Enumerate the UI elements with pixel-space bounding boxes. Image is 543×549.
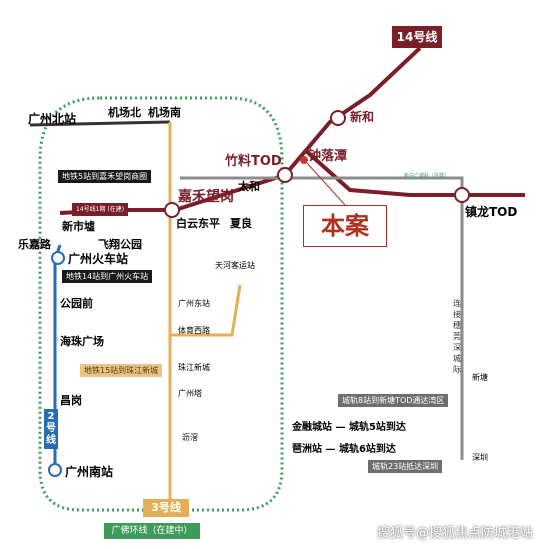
node-gzrail [51,251,65,265]
station-canton-tower: 广州塔 [178,389,202,398]
station-tianhe-bus: 天河客运站 [215,261,255,270]
station-airport-north: 机场北 [108,106,141,119]
node-zhongluotan [300,156,308,164]
station-taihe: 太和 [238,180,260,193]
station-tiyu-xilu: 体育西路 [178,326,210,335]
note-pazhou: 琶洲站 — 城轨6站到达 [292,444,396,455]
station-zhenlong: 镇龙TOD [465,205,518,219]
pointer-line [306,162,346,206]
station-gz-south: 广州南站 [65,465,114,479]
node-jiahe [164,202,180,218]
station-gz-rail: 广州火车站 [68,252,129,266]
station-zhuliao: 竹料TOD [225,154,282,169]
station-shenzhen: 深圳 [472,453,488,462]
node-xinhe [330,110,346,126]
note-l14-small: 14号线1期 (在建) [72,203,129,216]
station-gz-east: 广州东站 [178,299,210,308]
station-gongyuanqian: 公园前 [60,297,93,310]
note-intercity: 新白广城轨（在建） [404,173,450,179]
note-vertical: 连接穗莞深城际 [453,299,461,374]
station-xialiang: 夏良 [230,217,252,230]
station-gz-north: 广州北站 [28,112,77,126]
station-zhujiang: 珠江新城 [178,363,210,372]
note-jiahe: 地铁5站到嘉禾望岗商圈 [58,170,152,183]
station-feixiang: 飞翔公园 [98,238,142,251]
note-xintang: 城轨8站到新塘TOD通达湾区 [338,394,449,407]
node-zhenlong [454,187,470,203]
note-financial: 金融城站 — 城轨5站到达 [292,422,406,433]
station-zhongluotan: 钟落潭 [308,149,348,164]
guangfo-ring-line [38,96,284,512]
note-gz-rail: 地铁14站到广州火车站 [62,270,153,283]
line-14-badge: 14号线 [392,26,442,48]
note-zhujiang: 地铁15站到珠江新城 [80,364,163,377]
station-xinhe: 新和 [350,110,375,124]
node-gzsouth [48,463,62,477]
station-xintang: 新塘 [472,373,488,382]
line-3-branch [170,284,242,337]
station-changgang: 昌岗 [60,394,82,407]
station-baiyun-dongping: 白云东平 [176,217,220,230]
project-banner: 本案 [303,205,387,247]
ring-line-badge: 广佛环线（在建中） [104,523,200,539]
node-zhuliao [277,167,293,183]
line-3-badge: 3号线 [143,499,189,517]
note-shenzhen: 城轨23站抵达深圳 [368,460,443,473]
station-xinshicheng: 新市墟 [62,220,95,233]
watermark: 搜狐号@搜狐焦点防城港站 [376,526,533,541]
station-jiahe: 嘉禾望岗 [178,189,234,205]
gz-north-line [29,120,171,127]
station-lijiao: 沥滘 [182,433,198,442]
station-lejia: 乐嘉路 [18,238,51,251]
station-airport-south: 机场南 [148,106,181,119]
station-haizhu: 海珠广场 [60,335,104,348]
intercity-line [180,176,464,460]
line-2-badge: 2号线 [44,409,58,449]
